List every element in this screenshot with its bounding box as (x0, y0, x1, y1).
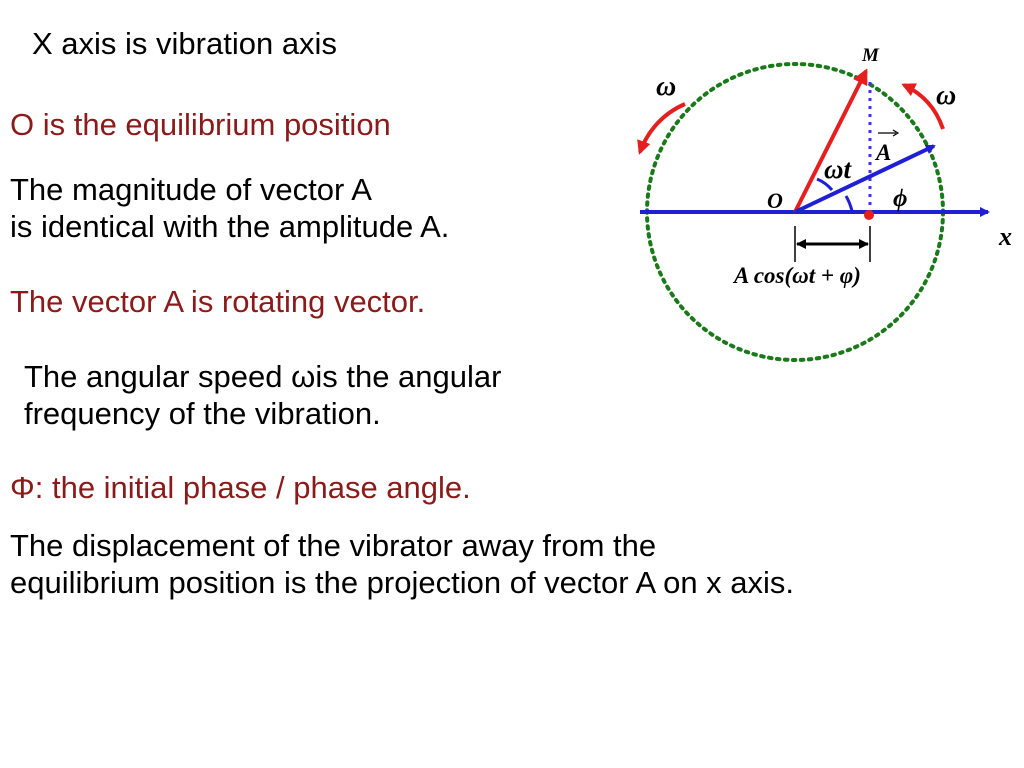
label-m: M (861, 45, 880, 66)
label-origin-o: O (767, 188, 783, 213)
phi-angle-arc (844, 195, 854, 212)
vector-a-initial (794, 144, 936, 214)
text-magnitude-block: The magnitude of vector A is identical w… (10, 171, 449, 245)
label-phi: ϕ (893, 185, 907, 212)
text-angular-speed-line2: frequency of the vibration. (24, 396, 381, 431)
label-x-axis: x (998, 222, 1012, 251)
text-x-axis-vibration: X axis is vibration axis (32, 26, 337, 61)
rotation-arc-left (637, 102, 686, 155)
text-magnitude-line1: The magnitude of vector A (10, 172, 372, 207)
text-rotating-vector: The vector A is rotating vector. (10, 284, 426, 319)
text-angular-speed-line1: The angular speed ωis the angular (24, 359, 502, 394)
text-equilibrium-position: O is the equilibrium position (10, 107, 391, 142)
label-omega-left: ω (656, 71, 676, 102)
text-displacement-line1: The displacement of the vibrator away fr… (10, 528, 657, 563)
rotation-arc-right (901, 83, 945, 130)
label-vector-a: A (874, 140, 891, 165)
vector-a-overarrow-head (892, 129, 900, 137)
text-displacement-line2: equilibrium position is the projection o… (10, 565, 795, 600)
label-omega-t: ωt (824, 154, 853, 184)
rotating-vector-om (793, 68, 868, 213)
text-angular-speed-block: The angular speed ωis the angular freque… (24, 358, 501, 432)
omega-t-angle-arc (816, 177, 834, 192)
text-displacement-block: The displacement of the vibrator away fr… (10, 527, 794, 601)
projection-point (864, 210, 874, 220)
text-initial-phase: Φ: the initial phase / phase angle. (10, 470, 471, 505)
label-omega-right: ω (936, 80, 956, 111)
projection-formula: A cos(ωt + φ) (732, 263, 861, 288)
text-magnitude-line2: is identical with the amplitude A. (10, 209, 450, 244)
